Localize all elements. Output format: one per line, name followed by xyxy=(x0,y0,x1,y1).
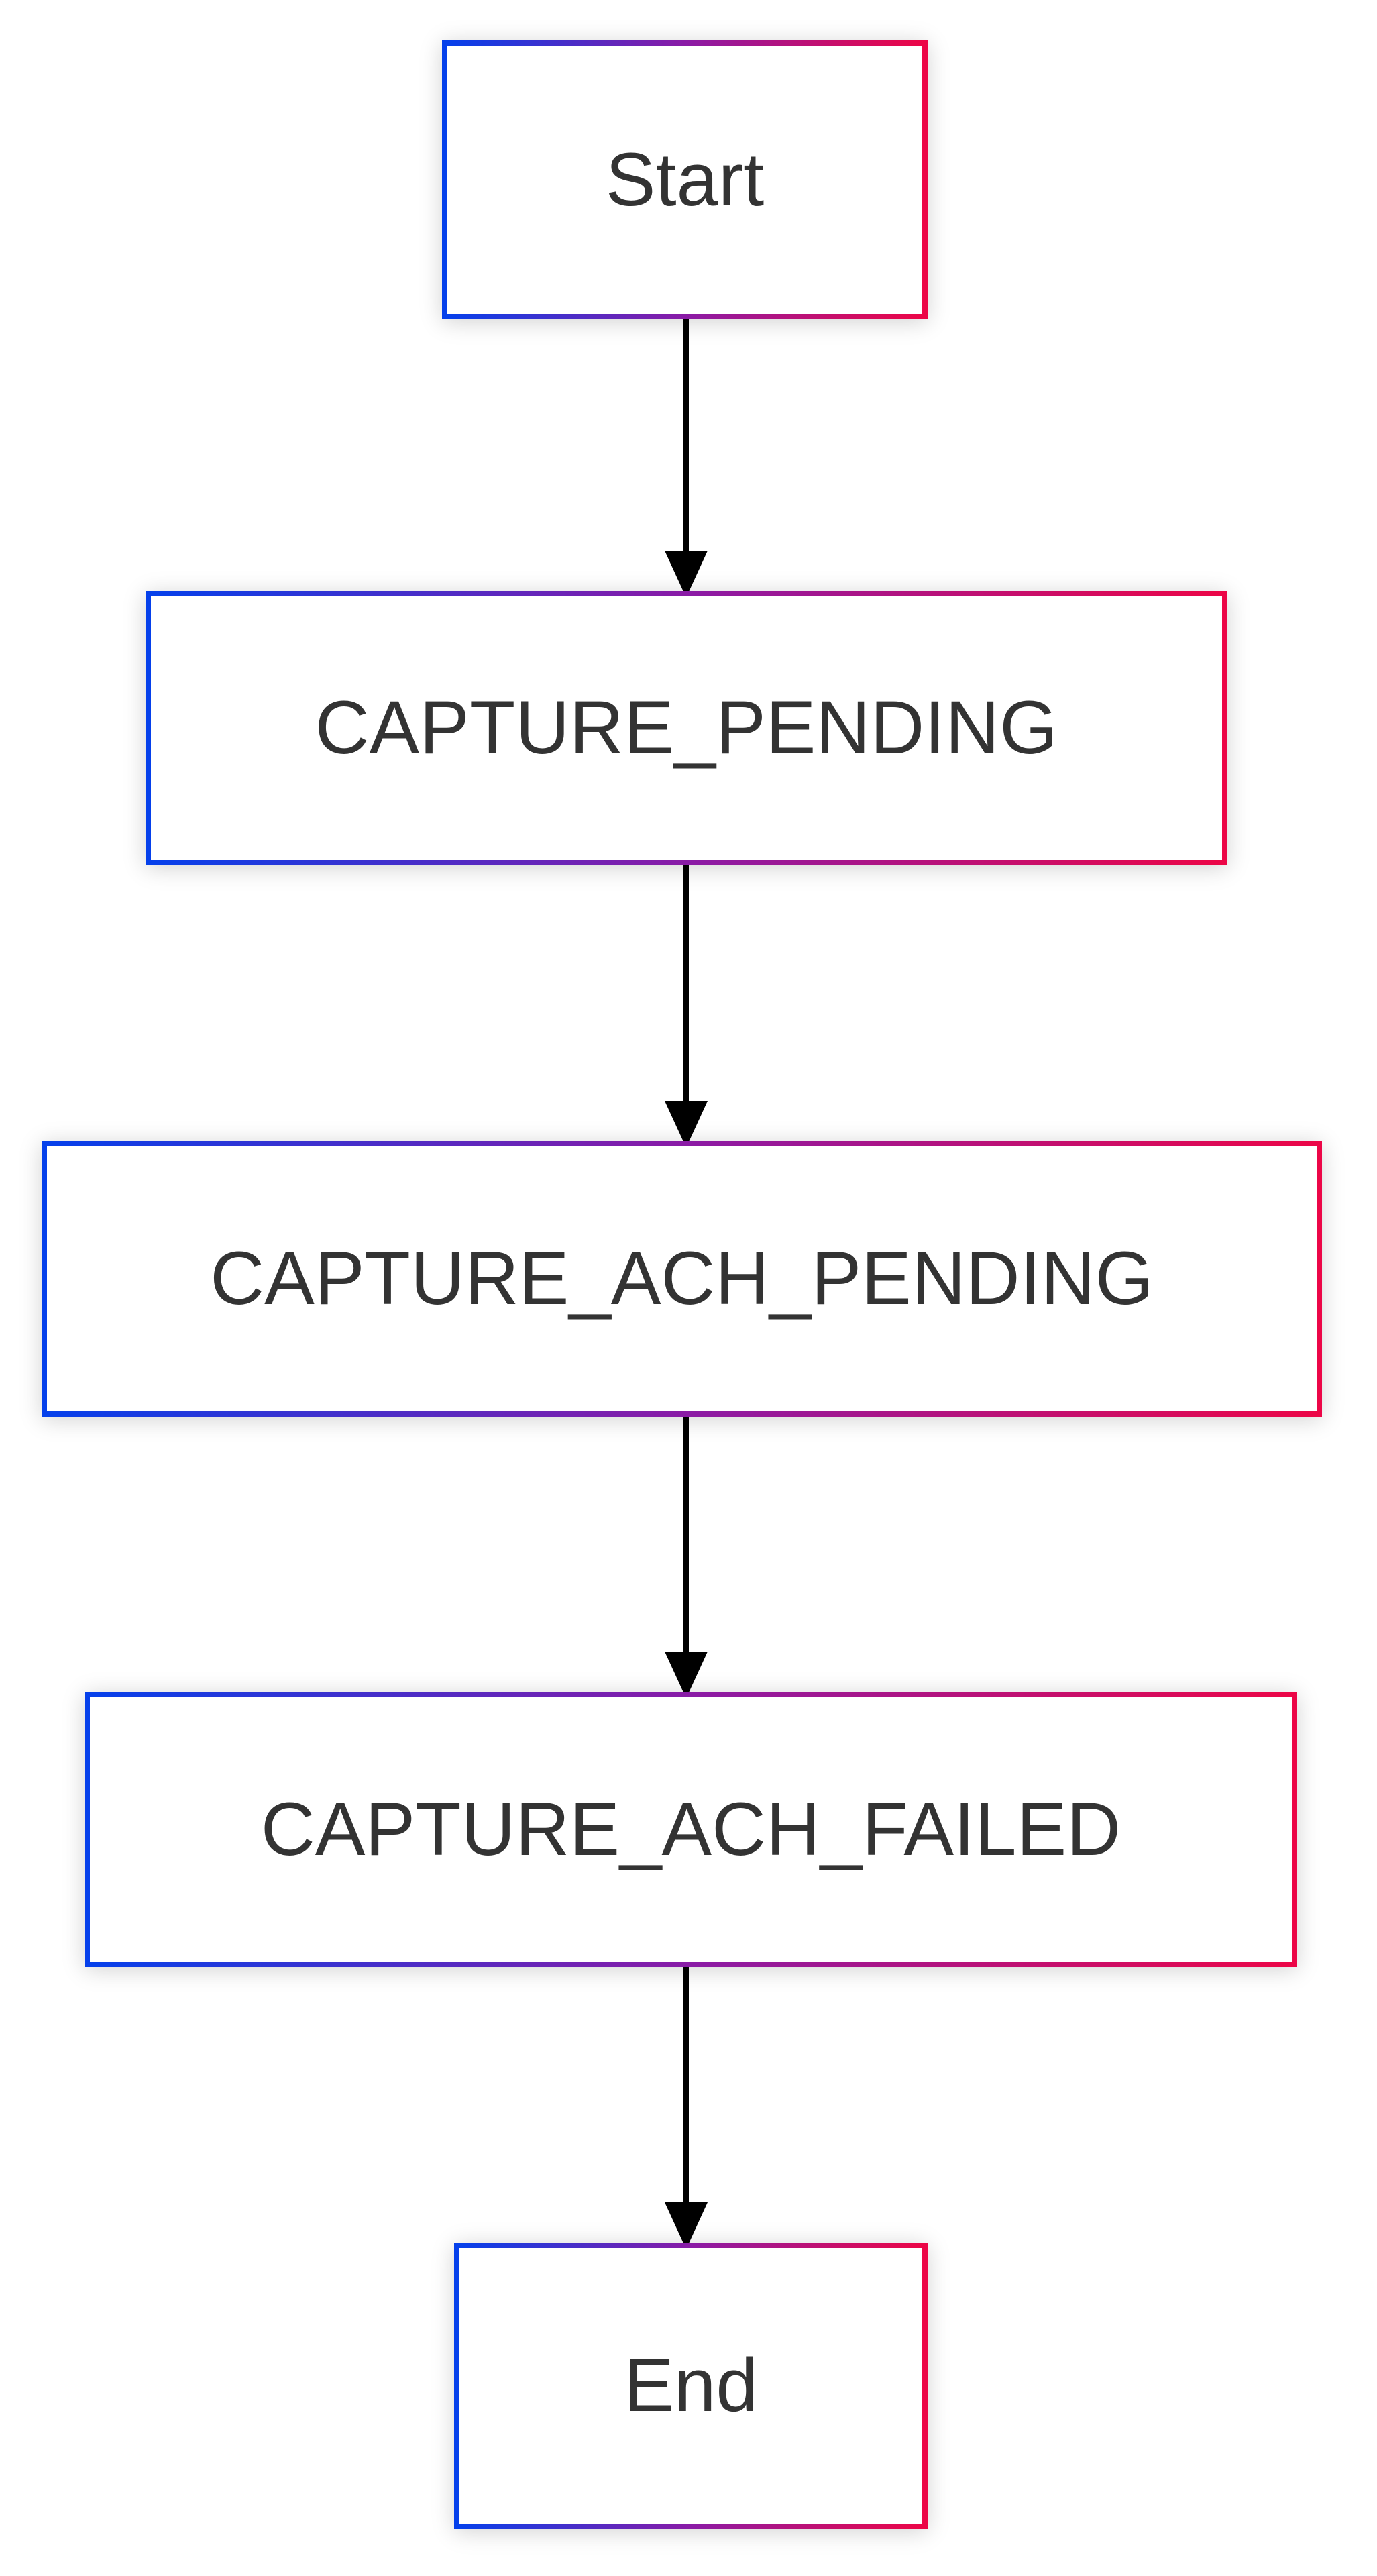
node-end-label: End xyxy=(624,2343,758,2428)
node-capture-ach-pending: CAPTURE_ACH_PENDING xyxy=(42,1141,1322,1417)
node-capture-pending-label: CAPTURE_PENDING xyxy=(315,686,1058,770)
arrowhead-down-icon xyxy=(665,2202,708,2243)
arrowhead-down-icon xyxy=(665,1101,708,1141)
node-start-label: Start xyxy=(605,137,765,221)
arrow-line xyxy=(683,1967,689,2202)
arrow-capture-ach-pending-to-capture-ach-failed xyxy=(665,1417,708,1692)
arrow-capture-pending-to-capture-ach-pending xyxy=(665,865,708,1141)
arrow-capture-ach-failed-to-end xyxy=(665,1967,708,2243)
arrowhead-down-icon xyxy=(665,1652,708,1692)
node-capture-ach-failed: CAPTURE_ACH_FAILED xyxy=(85,1692,1297,1967)
node-capture-ach-failed-label: CAPTURE_ACH_FAILED xyxy=(260,1786,1121,1871)
node-end: End xyxy=(454,2243,928,2529)
node-capture-ach-pending-label: CAPTURE_ACH_PENDING xyxy=(210,1236,1154,1321)
arrow-line xyxy=(683,865,689,1101)
arrow-line xyxy=(683,319,689,551)
node-start: Start xyxy=(442,40,928,319)
arrow-line xyxy=(683,1417,689,1652)
arrow-start-to-capture-pending xyxy=(665,319,708,591)
arrowhead-down-icon xyxy=(665,551,708,591)
node-capture-pending: CAPTURE_PENDING xyxy=(146,591,1227,865)
